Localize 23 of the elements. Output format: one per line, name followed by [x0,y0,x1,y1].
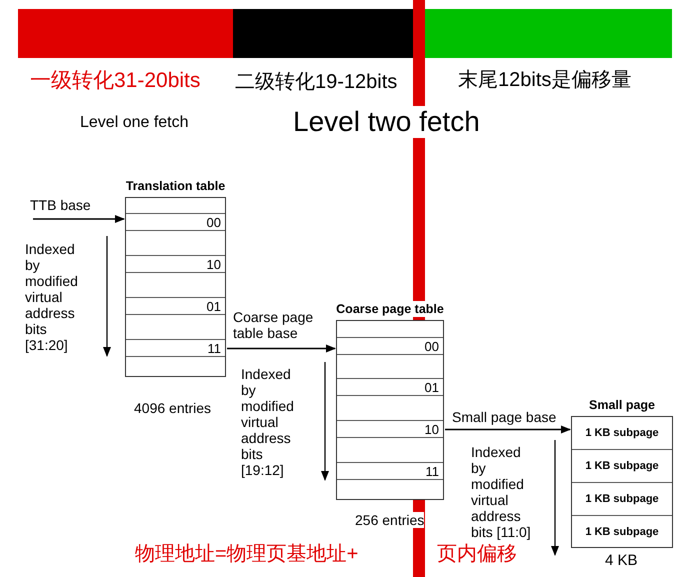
table-entry: 00 [337,338,443,355]
section-title: Level two fetch [293,106,480,138]
arrow [227,344,336,352]
entry-count: 256 entries [355,512,424,528]
edge-label: Small page base [452,409,556,425]
subpage-cell: 1 KB subpage [572,450,672,483]
arrow [445,426,571,434]
edge-label: TTB base [30,197,91,213]
table-entry: 01 [126,298,225,315]
index-note: Indexed by modified virtual address bits [31:20] [25,241,79,353]
table-entry: 00 [126,214,225,231]
index-note: Indexed by modified virtual address bits [11:0] [471,444,532,540]
index-note: Indexed by modified virtual address bits [19:12] [241,366,295,478]
table-entry: 11 [126,340,225,357]
entry-count: 4096 entries [134,400,212,416]
table-entry: 11 [337,463,443,480]
arrow [33,215,125,223]
table-entry: 10 [337,421,443,438]
subpage-cell: 1 KB subpage [572,516,672,549]
table-entry: 01 [337,379,443,396]
table-entry: 10 [126,256,225,273]
subpage-cell: 1 KB subpage [572,483,672,516]
subpage-cell: 1 KB subpage [572,417,672,450]
